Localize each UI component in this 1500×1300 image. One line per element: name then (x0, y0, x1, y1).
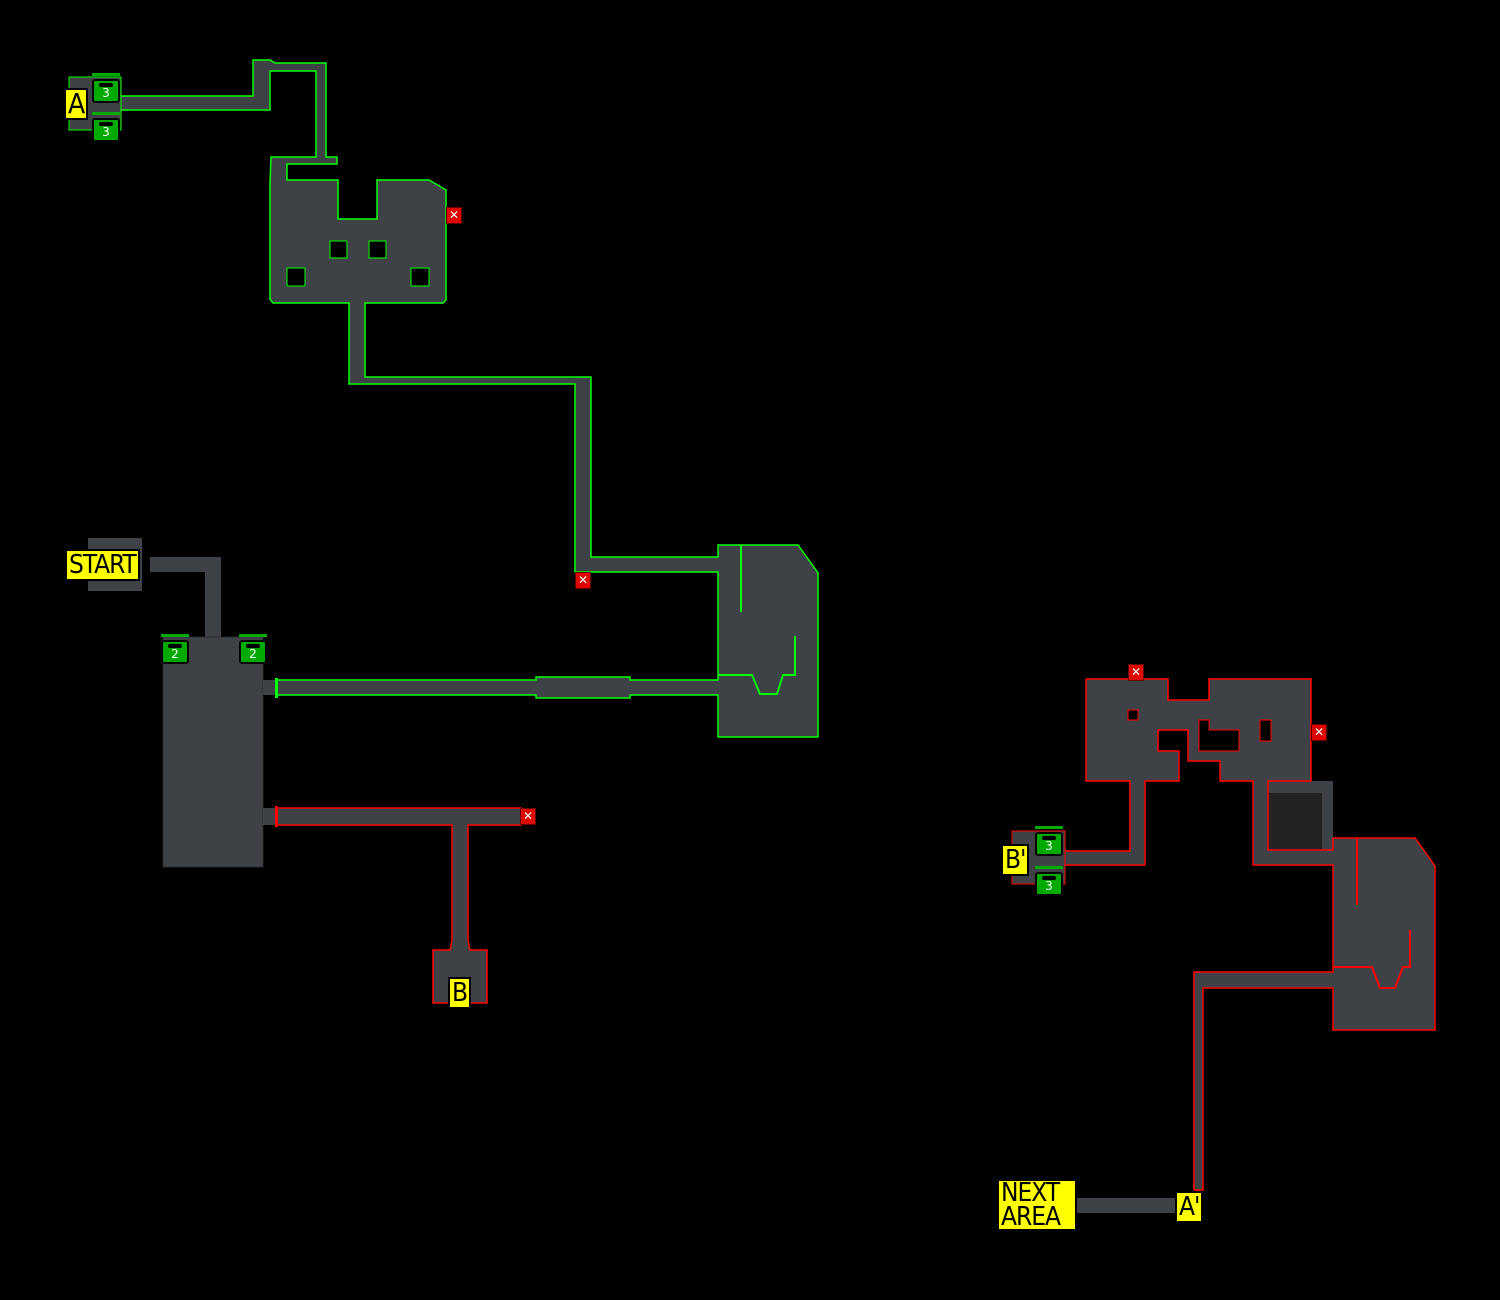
explored-region-north (68, 59, 819, 738)
badge-count: 3 (1045, 839, 1053, 853)
label-b-prime: B' (1001, 844, 1030, 876)
door-unexplored (275, 806, 278, 827)
badge-a-top[interactable]: 3 (92, 73, 120, 103)
door-explored (275, 678, 278, 698)
badge-a-bottom[interactable]: 3 (92, 112, 120, 142)
x-icon[interactable]: ✕ (575, 572, 591, 589)
badge-count: 3 (1045, 879, 1053, 893)
badge-bp-bottom[interactable]: 3 (1035, 866, 1063, 896)
badge-count: 2 (171, 647, 179, 661)
badge-count: 2 (249, 647, 257, 661)
label-a: A (64, 88, 89, 120)
label-b: B (448, 977, 472, 1009)
badge-count: 3 (102, 86, 110, 100)
x-icon[interactable]: ✕ (446, 207, 462, 224)
label-a-prime: A' (1175, 1191, 1204, 1223)
badge-start-right[interactable]: 2 (239, 634, 267, 664)
label-next-area: NEXT AREA (997, 1179, 1077, 1231)
unexplored-region-south (275, 806, 522, 1004)
label-start: START (65, 549, 140, 581)
x-icon[interactable]: ✕ (1311, 724, 1327, 741)
x-icon[interactable]: ✕ (520, 808, 536, 825)
badge-count: 3 (102, 125, 110, 139)
badge-bp-top[interactable]: 3 (1035, 826, 1063, 856)
unexplored-region-east (1011, 678, 1436, 1213)
start-area (88, 538, 277, 868)
badge-start-left[interactable]: 2 (161, 634, 189, 664)
x-icon[interactable]: ✕ (1128, 664, 1144, 681)
